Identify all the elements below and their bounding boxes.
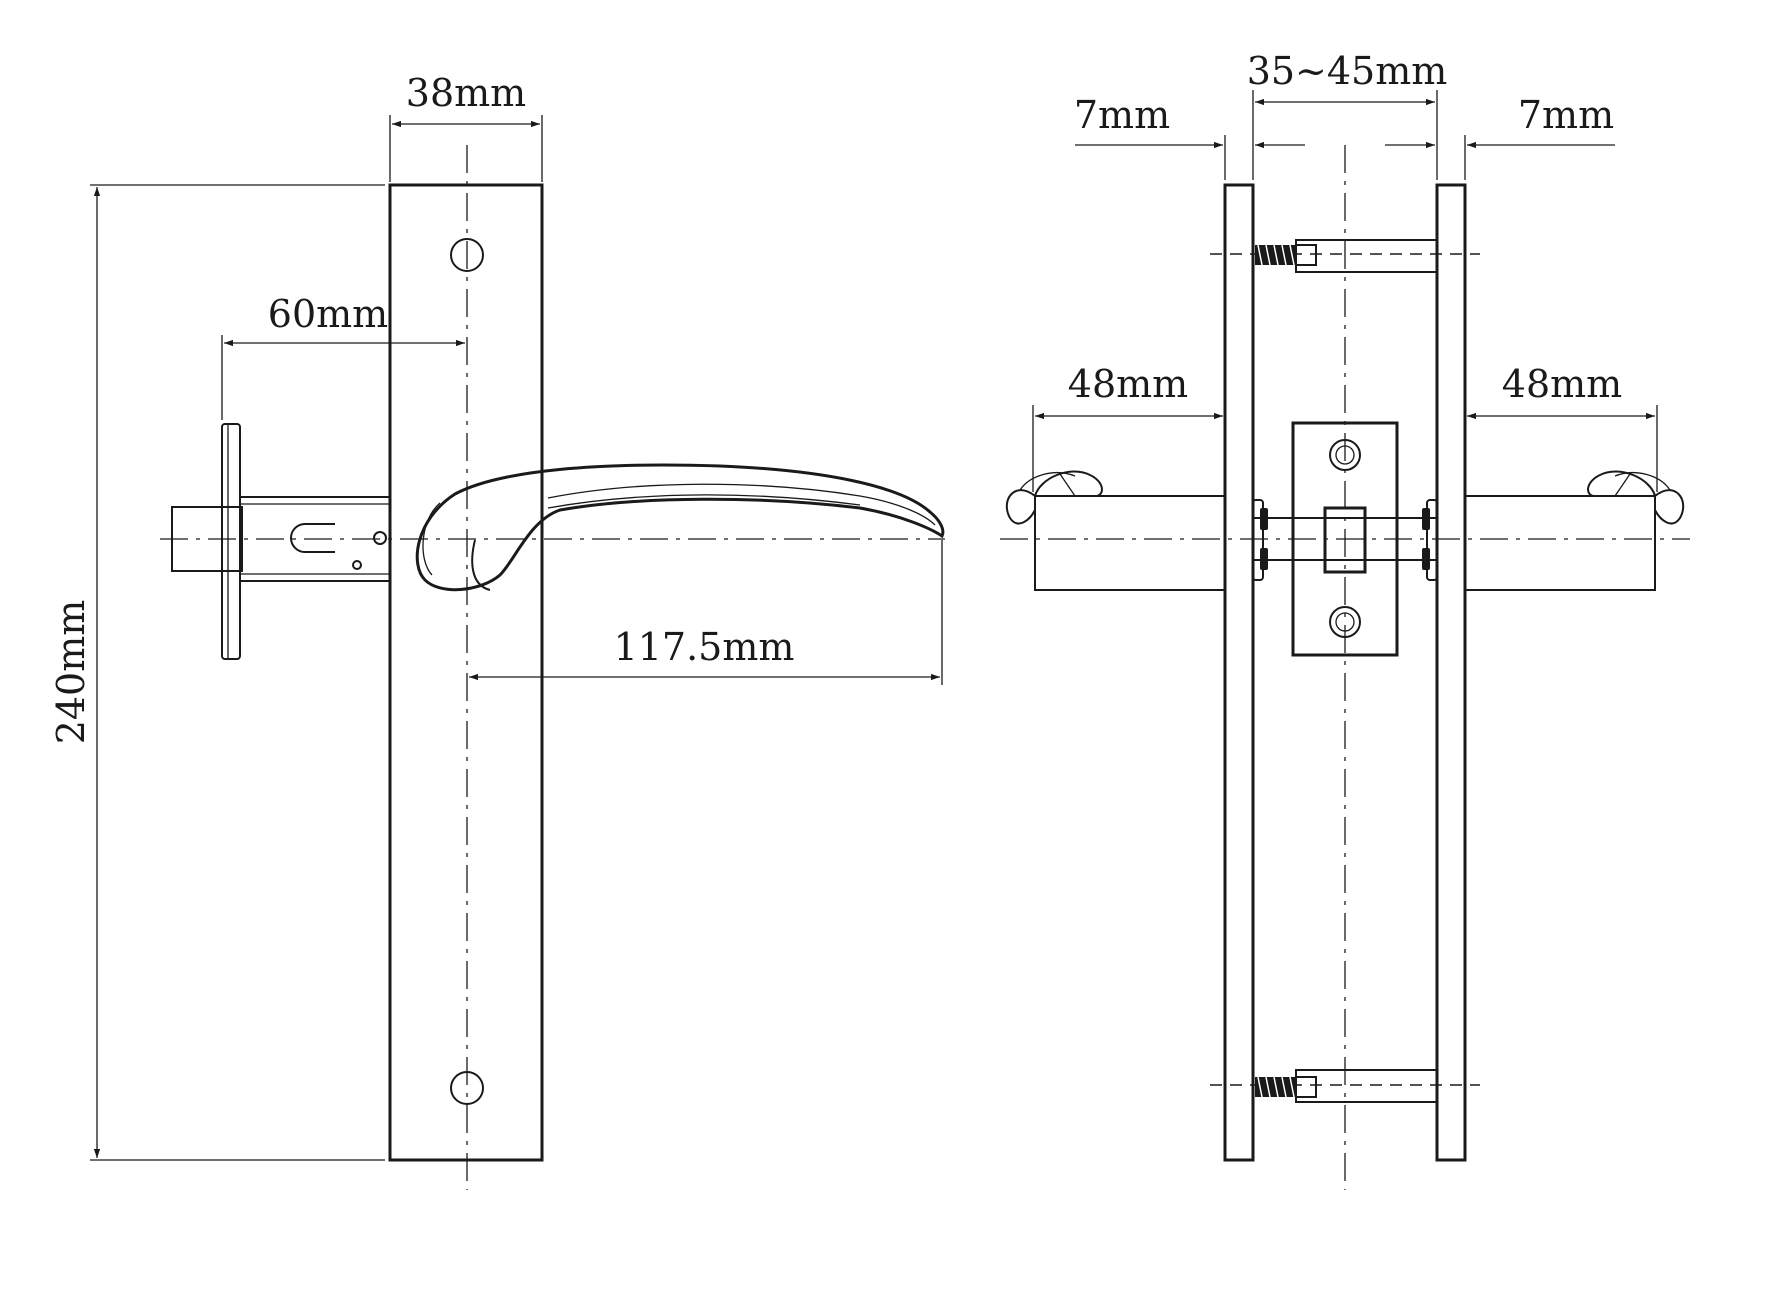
right-backplate-side	[1435, 183, 1467, 1162]
latch-side	[171, 423, 391, 660]
lever-handle	[415, 463, 945, 592]
dim-plate-thickness-left-label: 7mm	[1074, 93, 1170, 137]
right-lever-side	[1464, 470, 1685, 591]
dim-backset-label: 60mm	[268, 292, 388, 336]
dim-plate-width-label: 38mm	[406, 71, 526, 115]
left-lever-side	[1005, 470, 1226, 591]
top-fixing-screw	[1210, 239, 1480, 273]
side-view: 35~45mm 7mm 7mm 48mm 48mm	[1000, 49, 1690, 1190]
bottom-fixing-screw	[1210, 1069, 1480, 1103]
dim-lever-projection-right-label: 48mm	[1502, 362, 1622, 406]
top-screw-hole	[450, 238, 484, 272]
dim-lever-length-label: 117.5mm	[614, 625, 795, 669]
backplate	[388, 183, 544, 1162]
dim-door-thickness-label: 35~45mm	[1247, 49, 1448, 93]
front-view: 240mm 38mm 60mm 117.5mm	[49, 71, 945, 1190]
left-backplate-side	[1223, 183, 1255, 1162]
dim-height-label: 240mm	[49, 600, 93, 745]
dim-lever-projection-left-label: 48mm	[1068, 362, 1188, 406]
dim-plate-thickness-right-label: 7mm	[1518, 93, 1614, 137]
